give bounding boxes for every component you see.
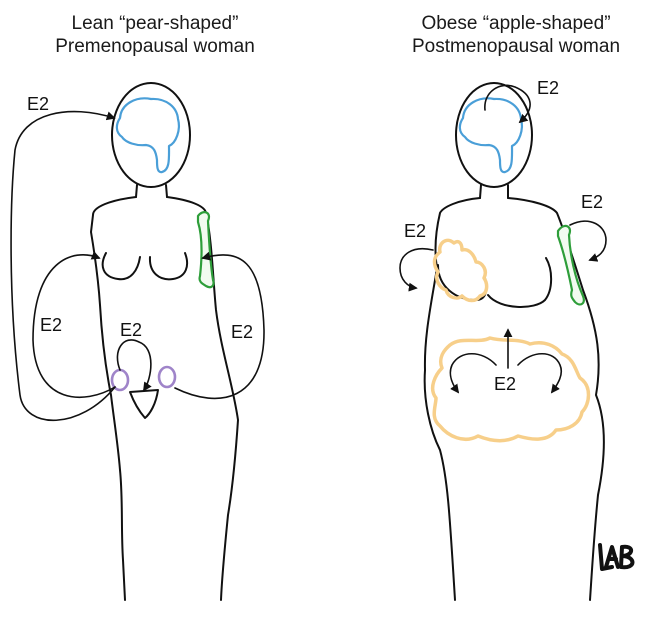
label-left-ovaries: E2 [120,320,142,340]
label-right-breast: E2 [404,221,426,241]
label-right-bone: E2 [581,192,603,212]
left-breast-right [150,253,187,279]
label-right-brain: E2 [537,78,559,98]
right-arrow-bone-loop [570,221,606,260]
right-arrow-breast-loop [400,249,433,288]
right-arrow-abdomen-right [518,354,561,392]
right-breast-right [488,258,551,307]
right-arm-bone-icon [558,226,584,305]
left-breast-left [103,253,140,279]
left-uterus [130,390,158,418]
right-breast-fat [435,240,487,300]
left-figure [11,83,264,600]
right-brain-icon [460,98,522,172]
left-ovary-right [159,367,175,387]
label-left-side-left: E2 [40,315,62,335]
left-arrow-ovary-to-uterus [117,340,150,390]
right-body-left-edge [425,198,480,600]
artist-signature-logo [600,545,633,569]
label-right-abdomen: E2 [494,374,516,394]
label-left-side-right: E2 [231,322,253,342]
left-arrow-ovary-to-brain [11,112,115,421]
right-arrow-abdomen-left [450,354,496,392]
label-left-brain: E2 [27,94,49,114]
left-brain-icon [117,98,179,172]
right-figure [400,83,606,600]
